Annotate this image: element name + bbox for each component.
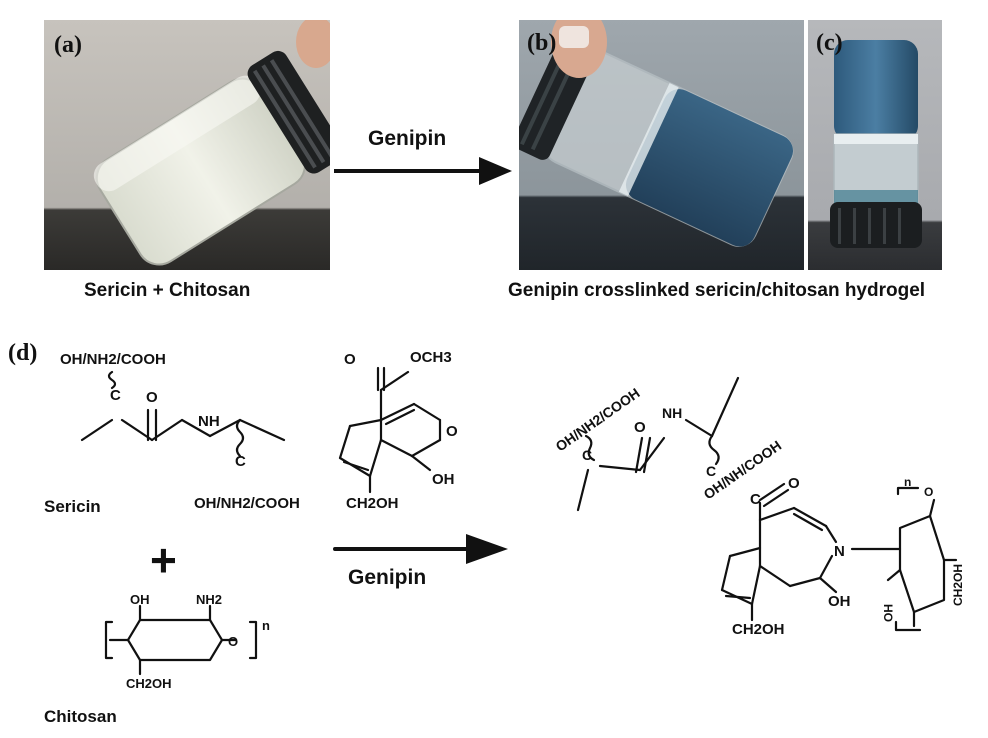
genipin-ch2oh: CH2OH [346,495,399,512]
product-chitosan-ho: HO [881,604,895,622]
genipin-oh: OH [432,471,455,488]
chitosan-name: Chitosan [44,707,117,726]
sericin-side-group-top: OH/NH2/COOH [60,351,166,368]
chitosan-n-subscript: n [262,618,270,633]
genipin-ring-o: O [446,423,458,440]
product-o-o: O [788,475,800,492]
genipin-och3: OCH3 [410,349,452,366]
panel-label-b: (b) [527,30,557,56]
sericin-side-group-bottom: OH/NH2/COOH [194,495,300,512]
product-o-atom: O [634,419,646,436]
panel-label-a: (a) [54,32,82,58]
vial-milky-illustration [44,20,330,270]
product-n-atom: N [834,543,845,560]
genipin-o-carbonyl: O [344,351,356,368]
product-oh: OH [828,593,851,610]
sericin-name: Sericin [44,497,101,516]
vial-hydrogel-inverted-illustration [808,20,942,270]
chitosan-ch2oh: CH2OH [126,676,172,691]
product-c-atom: C [582,447,592,463]
genipin-structure [338,366,442,494]
product-c-o: C [750,491,761,508]
product-structure [576,376,958,632]
sericin-nh-group: NH [198,413,220,430]
vial-hydrogel-tilted-illustration [519,20,804,270]
chitosan-structure [104,604,258,676]
chitosan-oh: OH [130,592,150,607]
product-side-group-left: OH/NH2/COOH [553,385,643,455]
product-chitosan-o: O [924,485,933,499]
product-chitosan-ch2oh: CH2OH [951,564,965,606]
product-nh-group: NH [662,405,682,421]
panel-label-c: (c) [816,30,843,56]
sericin-c-atom-2: C [235,453,246,470]
panel-label-d: (d) [8,340,38,366]
plus-sign: + [150,534,177,586]
bottom-arrow-head [466,534,508,564]
sericin-c-atom: C [110,387,121,404]
chitosan-nh2: NH2 [196,592,222,607]
photo-panel-c: (c) [808,20,942,270]
chitosan-ring-o: O [228,634,238,649]
sericin-o-atom: O [146,389,158,406]
bottom-arrow-label: Genipin [348,566,426,589]
product-n-subscript: n [904,475,911,489]
product-ch2oh: CH2OH [732,621,785,638]
photo-panel-a: (a) [44,20,330,270]
product-c-atom-2: C [706,463,716,479]
caption-sericin-chitosan: Sericin + Chitosan [84,280,251,301]
sericin-structure [80,370,286,458]
caption-genipin-hydrogel: Genipin crosslinked sericin/chitosan hyd… [508,280,926,301]
photo-panel-b: (b) [519,20,804,270]
top-reaction-arrow [334,157,512,185]
top-arrow-label: Genipin [368,127,447,150]
reaction-scheme: OH/NH2/COOH C O NH C OH/NH2/COOH Sericin… [44,349,965,726]
